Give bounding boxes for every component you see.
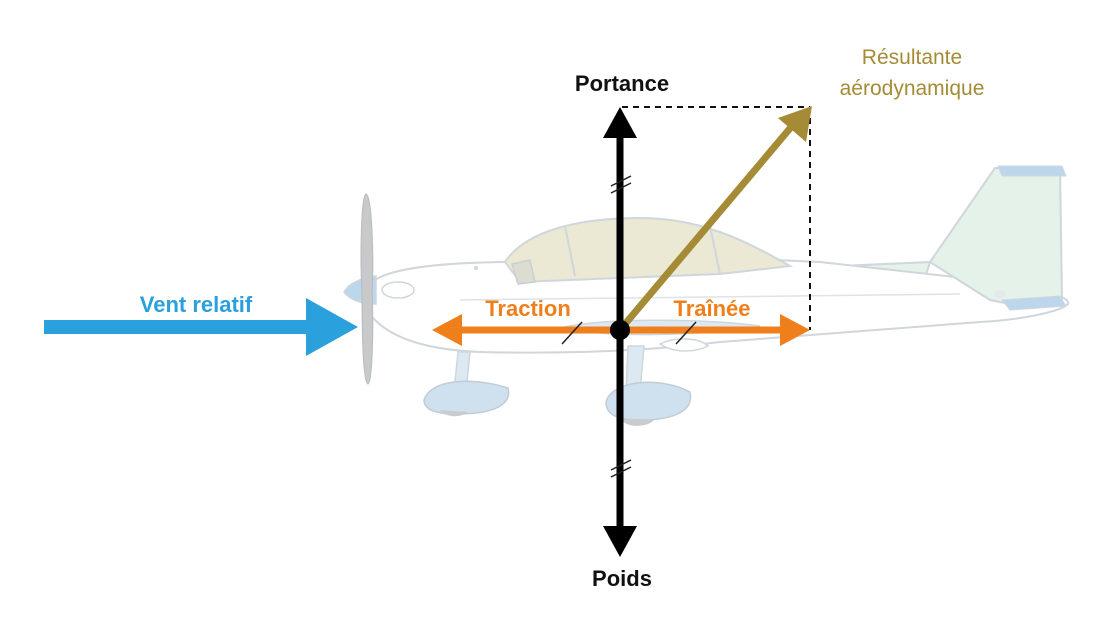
- weight-arrow: [603, 330, 637, 557]
- lift-tick-2: [610, 182, 632, 194]
- canopy-frame-front: [564, 225, 576, 277]
- main-wheel: [620, 418, 654, 426]
- thrust-arrow: [432, 314, 620, 346]
- tail-tip: [1001, 295, 1067, 311]
- air-intake: [381, 281, 415, 299]
- nose-wheel: [440, 410, 468, 417]
- canopy-frame-rear: [709, 225, 721, 275]
- fin-cap: [997, 165, 1067, 177]
- relative-wind-arrow: [44, 298, 358, 356]
- drag-tick: [675, 321, 697, 345]
- drag-arrow: [620, 314, 810, 346]
- lift-label: Portance: [575, 71, 669, 96]
- fuselage-rivet: [474, 266, 478, 270]
- equal-marks-icon: [561, 175, 697, 478]
- wing-root-fairing: [658, 338, 710, 352]
- weight-label: Poids: [592, 566, 652, 591]
- lift-arrow: [603, 107, 637, 330]
- resultant-label-line2: aérodynamique: [840, 77, 985, 100]
- drag-label: Traînée: [673, 296, 750, 321]
- force-construction-lines: [622, 106, 811, 330]
- relative-wind-label: Vent relatif: [140, 292, 253, 317]
- thrust-label: Traction: [485, 296, 571, 321]
- lift-tick-1: [610, 175, 632, 187]
- weight-tick-1: [610, 459, 632, 471]
- fuselage-detail-line: [459, 293, 961, 301]
- cockpit-seat: [511, 259, 536, 285]
- weight-tick-2: [610, 466, 632, 478]
- center-of-gravity-dot: [610, 320, 630, 340]
- tail-tiedown: [994, 290, 1006, 298]
- thrust-tick: [561, 321, 583, 345]
- nose-wheel-fairing: [423, 380, 510, 415]
- propeller-blade: [360, 193, 374, 385]
- resultant-arrow: [617, 106, 812, 333]
- resultant-label-line1: Résultante: [862, 46, 962, 69]
